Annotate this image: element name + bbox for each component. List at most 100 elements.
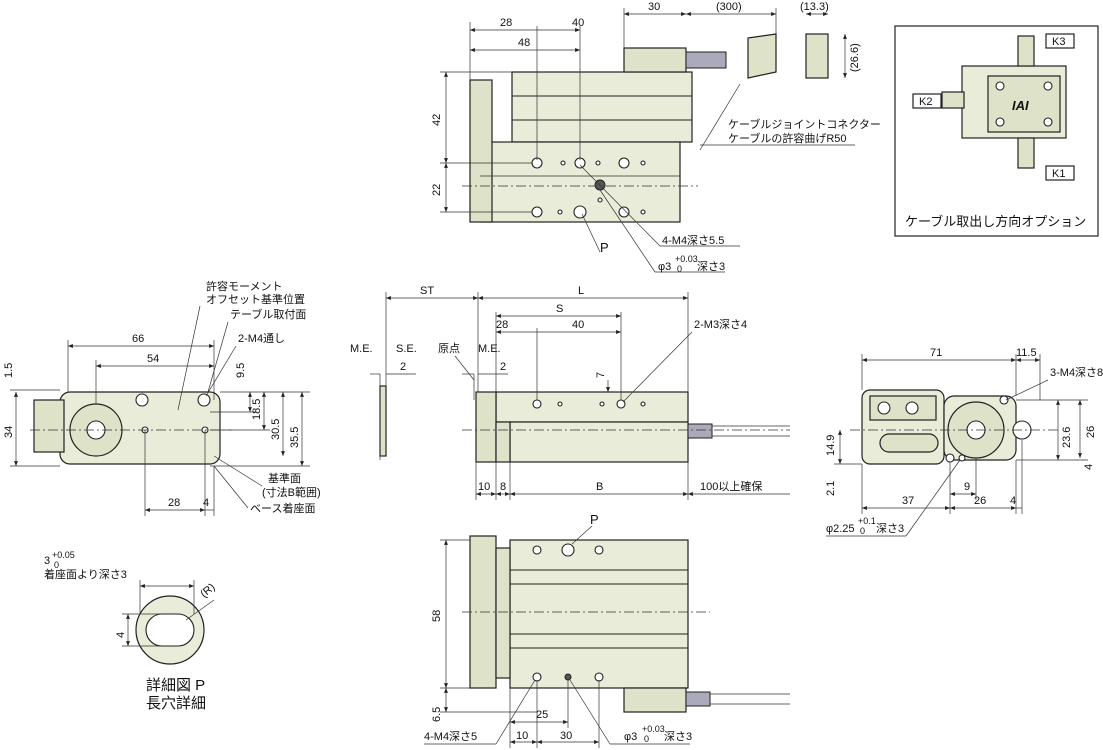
front-view: ST L S 28 40 M.E. S.E. 原点 M.E. 2 2 2-M3深… (350, 285, 790, 500)
front-base (509, 421, 689, 463)
option-logo: IAI (1012, 98, 1029, 113)
top-endplate (469, 79, 493, 223)
right-dim-26a: 26 (1085, 426, 1097, 438)
bottom-pin-note: φ3 (624, 731, 637, 743)
front-dim-st: ST (420, 285, 434, 297)
front-stroke-left (379, 385, 387, 457)
front-dim-100: 100以上確保 (700, 479, 762, 493)
front-me2: M.E. (478, 343, 501, 355)
dim-48: 48 (518, 37, 530, 49)
bottom-motor-block (623, 687, 687, 713)
top-cable (685, 51, 727, 69)
right-dim-14-9: 14.9 (825, 435, 837, 456)
top-hole (531, 206, 543, 218)
front-carriage (495, 391, 689, 423)
cable-note-1: ケーブルジョイントコネクター (728, 117, 881, 131)
right-slot (879, 433, 939, 453)
front-endplate (475, 391, 497, 463)
option-caption: ケーブル取出し方向オプション (905, 214, 1086, 229)
front-dim-2b: 2 (500, 361, 506, 373)
left-view: 66 54 34 1.5 9.5 18.5 30.5 35.5 28 4 許容モ… (3, 279, 321, 516)
right-dim-26b: 26 (974, 495, 986, 507)
front-origin: 原点 (438, 342, 460, 355)
svg-text:深さ3: 深さ3 (876, 522, 904, 535)
top-motor-block (623, 47, 687, 73)
front-dim-28: 28 (496, 319, 508, 331)
bottom-dim-6-5: 6.5 (431, 707, 443, 722)
option-k1: K1 (1052, 168, 1065, 180)
left-moment-2: オフセット基準位置 (206, 292, 305, 306)
right-dim-9: 9 (964, 481, 970, 493)
front-dim-8: 8 (500, 481, 506, 493)
dim-300: (300) (716, 1, 742, 13)
svg-text:0: 0 (860, 526, 865, 536)
dim-30: 30 (648, 1, 660, 13)
detail-dim-4: 4 (115, 632, 127, 638)
svg-text:+0.05: +0.05 (52, 550, 75, 560)
front-dim-2a: 2 (400, 361, 406, 373)
detail-slot (145, 613, 195, 647)
dim-42: 42 (431, 114, 443, 126)
front-tap-note: 2-M3深さ4 (694, 318, 747, 331)
detail-size: 3 (44, 555, 50, 567)
cable-note-2: ケーブルの許容曲げR50 (728, 131, 847, 145)
option-k2: K2 (919, 96, 932, 108)
detail-radius: (R) (198, 581, 217, 600)
left-thru-tap: 2-M4通し (238, 332, 285, 345)
right-dim-4b: 4 (1010, 495, 1016, 507)
left-dim-30-5: 30.5 (270, 419, 282, 440)
svg-text:+0.03: +0.03 (642, 724, 665, 734)
detail-caption-2: 長穴詳細 (146, 695, 206, 712)
right-dim-11-5: 11.5 (1016, 347, 1037, 359)
left-dim-18-5: 18.5 (251, 399, 263, 420)
top-connector (747, 33, 777, 79)
svg-text:0: 0 (677, 264, 682, 274)
right-dim-71: 71 (930, 347, 942, 359)
left-ref-1: 基準面 (268, 471, 301, 485)
left-dim-1-5: 1.5 (3, 363, 15, 378)
bottom-dim-58: 58 (431, 610, 443, 622)
bottom-label-p: P (590, 512, 599, 527)
right-dim-2-1: 2.1 (825, 481, 837, 496)
front-me1: M.E. (350, 343, 373, 355)
top-carriage (511, 71, 693, 143)
right-view: 71 11.5 3-M4深さ8 23.6 26 4 14.9 2.1 37 9 … (825, 347, 1103, 537)
option-k3: K3 (1052, 36, 1065, 48)
left-dim-9-5: 9.5 (235, 363, 247, 378)
dim-13-3: (13.3) (800, 1, 829, 13)
dim-22: 22 (431, 184, 443, 196)
right-pin-note: φ2.25 (826, 523, 855, 535)
detail-caption-1: 詳細図 P (146, 677, 205, 694)
detail-depth-note: 着座面より深さ3 (44, 567, 127, 581)
svg-text:深さ3: 深さ3 (664, 730, 692, 743)
left-dim-54: 54 (147, 353, 159, 365)
bottom-motor (495, 547, 511, 679)
left-dim-66: 66 (132, 333, 144, 345)
left-dim-34: 34 (3, 426, 15, 438)
svg-text:+0.03: +0.03 (675, 254, 698, 264)
top-pin-note: φ3 (658, 261, 671, 273)
option-cable-bottom (1017, 137, 1035, 169)
left-moment-1: 許容モーメント (206, 279, 283, 293)
front-dim-l: L (578, 285, 584, 297)
top-tap-note: 4-M4深さ5.5 (662, 234, 724, 247)
top-label-p: P (600, 240, 609, 255)
dim-26-6: (26.6) (849, 43, 861, 72)
right-dim-37: 37 (902, 495, 914, 507)
front-cable (687, 423, 713, 439)
front-motor (495, 421, 511, 463)
front-dim-40: 40 (572, 319, 584, 331)
top-hole (618, 206, 630, 218)
svg-text:+0.1: +0.1 (858, 516, 876, 526)
front-se: S.E. (396, 343, 417, 355)
svg-text:深さ3: 深さ3 (697, 260, 725, 273)
bottom-dim-10: 10 (516, 730, 528, 742)
bottom-slot-hole (561, 543, 575, 557)
front-dim-10: 10 (478, 481, 490, 493)
left-ref-2: (寸法B範囲) (262, 485, 321, 499)
svg-text:0: 0 (54, 560, 59, 570)
option-cable-top (1017, 35, 1035, 67)
front-dim-7: 7 (595, 372, 607, 378)
detail-p: 4 3 +0.05 0 着座面より深さ3 (R) 詳細図 P 長穴詳細 (44, 550, 218, 712)
